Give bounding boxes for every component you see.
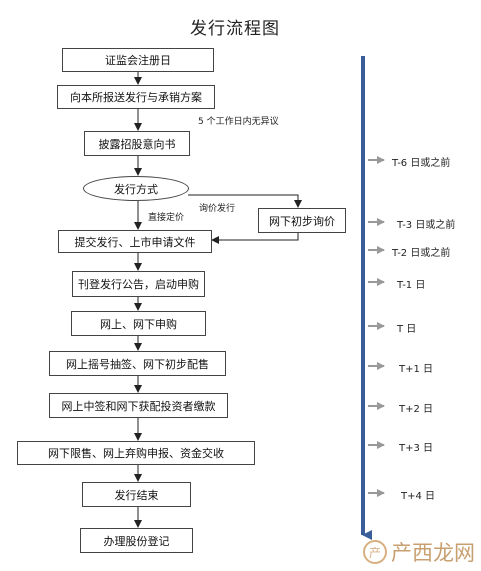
timeline-label-t+1: T+1 日 (399, 364, 434, 375)
note-no-objection: 5 个工作日内无异议 (198, 117, 279, 127)
timeline-label-t+2: T+2 日 (399, 404, 434, 415)
note-direct-pricing: 直接定价 (148, 213, 185, 223)
step-issuance-method: 发行方式 (83, 176, 189, 201)
note-inquiry-issuance: 询价发行 (199, 204, 236, 214)
watermark-logo-icon: 产 (363, 540, 387, 564)
arrow-s5-s6 (211, 233, 299, 244)
arrow-s4-s5 (188, 194, 302, 208)
step-issuance-end: 发行结束 (82, 482, 191, 507)
page-title: 发行流程图 (190, 19, 280, 39)
timeline-label-t-2: T-2 日或之前 (392, 248, 451, 259)
step-disclose-prospectus: 披露招股意向书 (84, 131, 190, 156)
step-payment: 网上中签和网下获配投资者缴款 (49, 393, 228, 418)
step-share-registration: 办理股份登记 (80, 528, 193, 553)
step-lottery-allocation: 网上摇号抽签、网下初步配售 (49, 351, 226, 376)
step-submit-listing-application: 提交发行、上市申请文件 (58, 230, 212, 253)
step-submit-plan: 向本所报送发行与承销方案 (57, 85, 215, 109)
watermark-text: 产西龙网 (391, 541, 475, 565)
timeline-label-t+3: T+3 日 (399, 443, 434, 454)
step-offline-inquiry: 网下初步询价 (258, 208, 346, 233)
timeline-label-t: T 日 (397, 324, 417, 335)
watermark: 产 产西龙网 (363, 537, 475, 567)
step-subscription: 网上、网下申购 (71, 311, 206, 336)
timeline-label-t-3: T-3 日或之前 (397, 220, 456, 231)
timeline-label-t+4: T+4 日 (401, 491, 436, 502)
timeline-label-t-6: T-6 日或之前 (392, 158, 451, 169)
timeline-label-t-1: T-1 日 (397, 280, 426, 291)
step-settlement: 网下限售、网上弃购申报、资金交收 (17, 441, 255, 465)
step-registration-day: 证监会注册日 (62, 48, 214, 72)
step-publish-announcement: 刊登发行公告，启动申购 (72, 271, 205, 297)
